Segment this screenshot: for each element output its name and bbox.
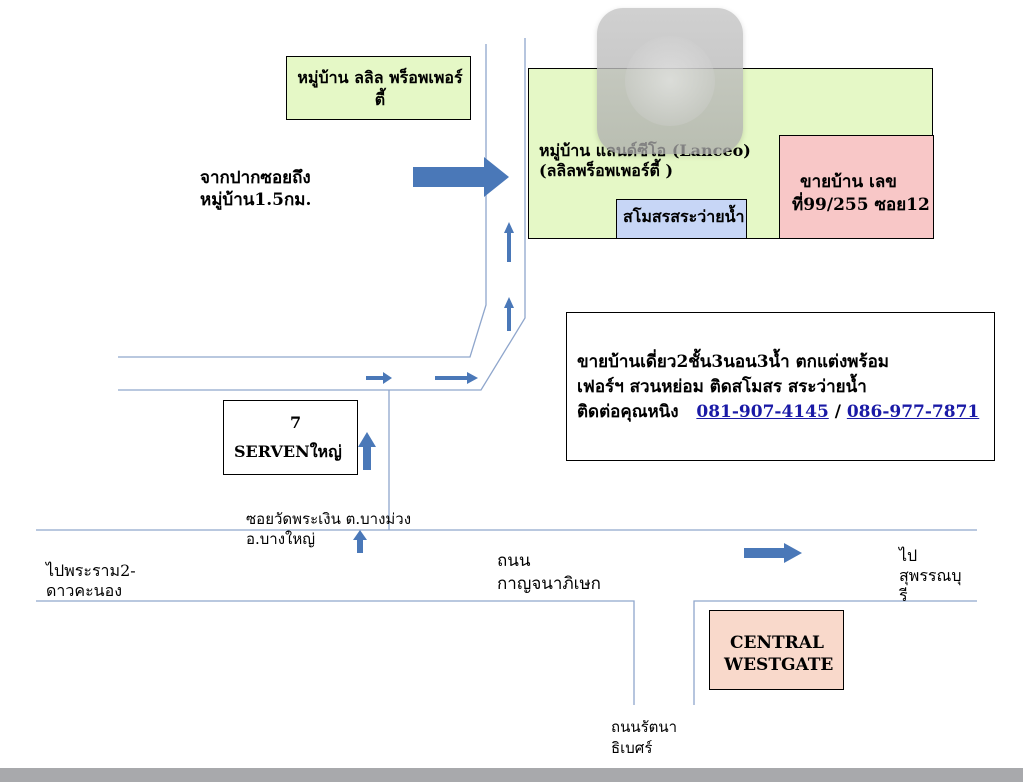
- distance-note-line1: จากปากซอยถึง: [200, 168, 311, 188]
- seven-eleven-box: 7 SERVENใหญ่: [223, 400, 358, 475]
- viewer-overlay-button[interactable]: [597, 8, 743, 154]
- sale-info-contact-row: ติดต่อคุณหนิง 081-907-4145 / 086-977-787…: [577, 403, 979, 422]
- road-rattana-line2: ธิเบศร์: [611, 739, 653, 757]
- house-for-sale-line1: ขายบ้าน เลข: [800, 172, 897, 192]
- village-lalil-label: หมู่บ้าน ลลิล พร็อพเพอร์ตี้: [297, 68, 463, 109]
- soi-wat-line2: อ.บางใหญ่: [246, 530, 316, 548]
- contact-label: ติดต่อคุณหนิง: [577, 402, 679, 422]
- phone-link-2[interactable]: 086-977-7871: [846, 402, 980, 422]
- right-arrow-icon: [435, 372, 478, 384]
- phone-link-1[interactable]: 081-907-4145: [696, 402, 829, 422]
- to-rama2-line1: ไปพระราม2-: [46, 561, 136, 580]
- right-arrow-icon: [366, 372, 392, 384]
- right-arrow-icon: [744, 543, 802, 563]
- direction-arrows: [353, 157, 802, 563]
- seven-eleven-line1: 7: [290, 413, 302, 432]
- phone-separator: /: [834, 402, 841, 422]
- to-suphan-line1: ไป: [899, 546, 918, 565]
- to-suphan-line3: รี: [899, 586, 908, 605]
- to-suphan-line2: สุพรรณบุ: [899, 566, 962, 585]
- up-arrow-icon: [504, 297, 514, 331]
- central-westgate-box: CENTRAL WESTGATE: [709, 610, 844, 690]
- road-kanchana-line1: ถนน: [497, 551, 531, 571]
- up-arrow-icon: [358, 432, 376, 470]
- central-line2: WESTGATE: [724, 655, 834, 675]
- up-arrow-icon: [504, 222, 514, 262]
- central-line1: CENTRAL: [730, 633, 824, 653]
- swimming-club-box: สโมสรสระว่ายน้ำ: [616, 199, 747, 239]
- road-kanchana-line2: กาญจนาภิเษก: [497, 574, 601, 594]
- soi-wat-line1: ซอยวัดพระเงิน ต.บางม่วง: [246, 510, 412, 528]
- sale-info-line1: ขายบ้านเดี่ยว2ชั้น3นอน3น้ำ ตกแต่งพร้อม: [577, 352, 890, 372]
- sale-info-box: ขายบ้านเดี่ยว2ชั้น3นอน3น้ำ ตกแต่งพร้อม เ…: [566, 312, 995, 461]
- road-rattana-line1: ถนนรัตนา: [611, 718, 678, 736]
- swimming-club-label: สโมสรสระว่ายน้ำ: [623, 207, 745, 226]
- distance-note-line2: หมู่บ้าน1.5กม.: [200, 190, 312, 210]
- village-lanceo-label-line2: (ลลิลพร็อพเพอร์ตี้ ): [539, 161, 674, 180]
- seven-eleven-line2: SERVENใหญ่: [234, 442, 342, 461]
- sale-info-line2: เฟอร์ฯ สวนหย่อม ติดสโมสร สระว่ายน้ำ: [577, 377, 867, 397]
- to-rama2-line2: ดาวคะนอง: [46, 581, 123, 600]
- house-for-sale-line2: ที่99/255 ซอย12: [792, 195, 930, 215]
- up-arrow-icon: [353, 530, 367, 553]
- big-arrow-icon: [413, 157, 509, 197]
- village-lalil-box: หมู่บ้าน ลลิล พร็อพเพอร์ตี้: [286, 56, 471, 120]
- house-for-sale-box: ขายบ้าน เลข ที่99/255 ซอย12: [779, 135, 934, 239]
- bottom-scrollbar[interactable]: [0, 768, 1023, 782]
